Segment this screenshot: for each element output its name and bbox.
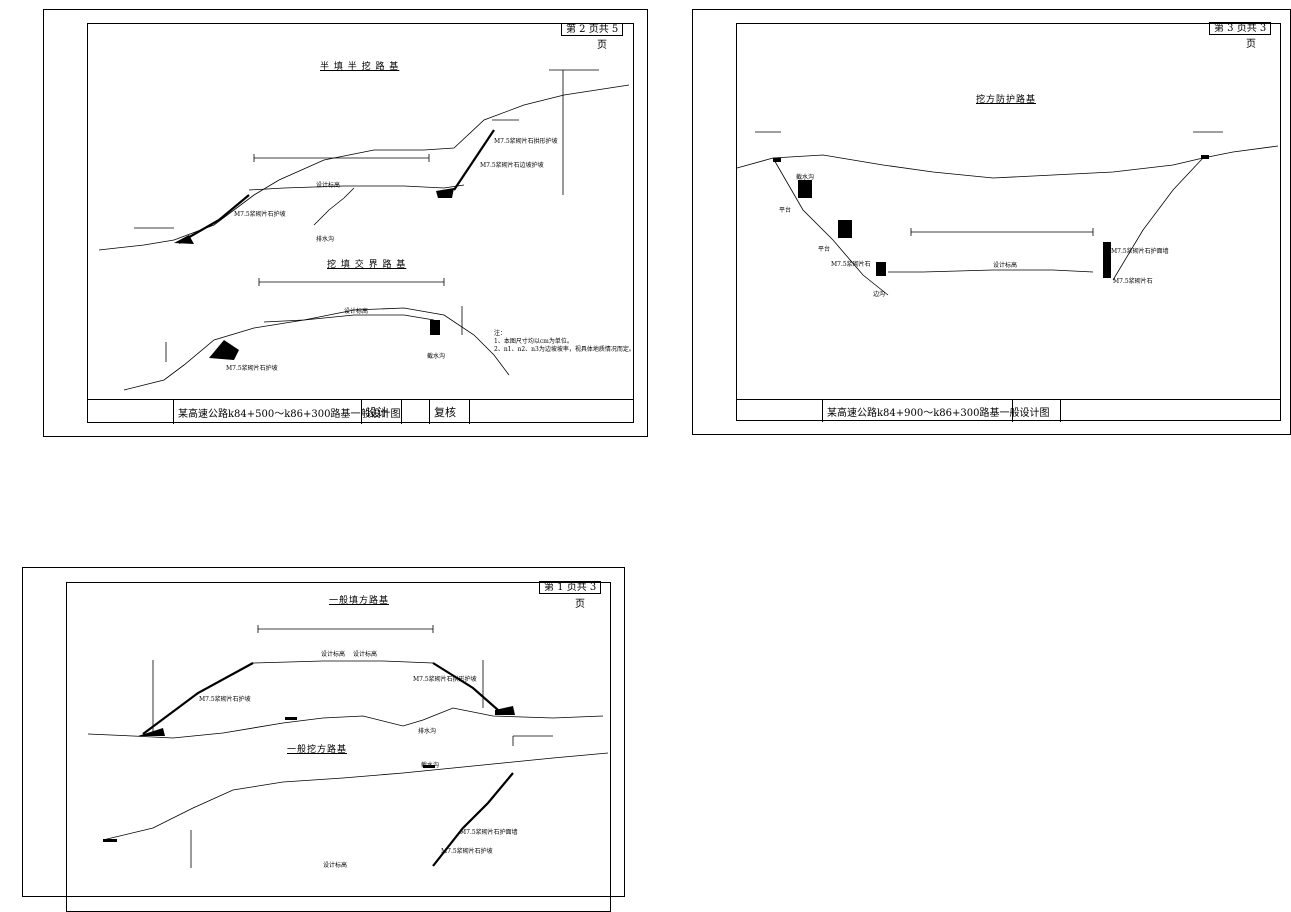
- bench-line-a1: [313, 187, 355, 226]
- slope-line-a2: [453, 129, 495, 191]
- section-label: 截水沟: [427, 353, 446, 360]
- title-block-a: 某高速公路k84+500～k86+300路基一般设计图 设计 复核: [87, 399, 634, 424]
- title-block-b: 某高速公路k84+900～k86+300路基一般设计图: [736, 399, 1281, 422]
- ground-line-b1: [736, 145, 1279, 179]
- section-label: 设计标高: [321, 651, 346, 658]
- section-label: 平台: [779, 207, 792, 214]
- retaining-block-a3: [209, 340, 239, 360]
- diagram-title-half-fill: 半 填 半 挖 路 基: [320, 62, 400, 72]
- title-block-blank: [469, 400, 634, 424]
- section-label: M7.5浆砌片石护面墙: [1111, 248, 1169, 255]
- section-label: 边沟: [873, 291, 886, 298]
- ground-line-c2: [102, 752, 609, 841]
- diagram-title-cut-protection: 挖方防护路基: [976, 95, 1037, 105]
- retaining-block-a2: [436, 188, 454, 198]
- section-label: M7.5浆砌片石拱形护坡: [494, 138, 558, 145]
- section-label: M7.5浆砌片石护坡: [226, 365, 278, 372]
- slope-line-c2: [432, 662, 499, 711]
- section-label: M7.5浆砌片石拱形护坡: [413, 676, 477, 683]
- drawing-notes-a: 注： 1、本图尺寸均以cm为单位。 2、n1、n2、n3为边坡坡率，视具体地质情…: [494, 330, 635, 354]
- section-label: 设计标高: [316, 182, 341, 189]
- section-label: 设计标高: [993, 262, 1018, 269]
- drawing-frame-b: [736, 23, 1281, 421]
- slope-line-c3: [432, 772, 514, 867]
- section-label: 设计标高: [353, 651, 378, 658]
- cap-b6: [1201, 155, 1209, 159]
- title-block-name: 某高速公路k84+900～k86+300路基一般设计图: [822, 400, 1050, 422]
- cross-section-drawing-c: [87, 625, 609, 868]
- title-block-blank: [401, 400, 429, 424]
- cross-section-drawing-b: [736, 131, 1279, 296]
- page-number-box-a: 第 2 页共 5: [561, 23, 624, 36]
- slope-line-c1: [142, 662, 254, 735]
- note-line: 注：: [494, 330, 507, 337]
- section-label: M7.5浆砌片石: [1113, 278, 1153, 285]
- page-number-a: 第 2 页共 5: [561, 23, 624, 36]
- cross-section-drawing-a: [98, 69, 630, 391]
- title-block-spacer: [736, 400, 822, 422]
- section-label: 排水沟: [316, 236, 335, 243]
- title-block-blank: [1012, 400, 1060, 422]
- roadbed-line-a1: [248, 184, 465, 191]
- page-unit-a: 页: [597, 40, 607, 51]
- drain-cap-c3: [285, 717, 297, 720]
- section-label: 截水沟: [796, 174, 815, 181]
- section-label: M7.5浆砌片石护面墙: [460, 829, 518, 836]
- drain-cap-c4: [423, 765, 435, 768]
- section-label: M7.5浆砌片石: [831, 261, 871, 268]
- section-label: 设计标高: [344, 308, 369, 315]
- diagram-title-fill: 一般填方路基: [329, 596, 390, 606]
- section-label: 排水沟: [418, 728, 437, 735]
- section-label: 设计标高: [323, 862, 348, 869]
- section-label: 平台: [818, 246, 831, 253]
- page-number-c: 第 1 页共 3: [539, 581, 602, 594]
- drawing-sheet-b: 第 3 页共 3 页 挖方防护路基 平台 平台 M7.5浆砌片石 边沟 设计标高…: [692, 9, 1291, 435]
- roadbed-line-b1: [888, 269, 1094, 273]
- diagram-title-fill-cut-junction: 挖 填 交 界 路 基: [327, 260, 407, 270]
- ground-line-a1: [98, 84, 630, 251]
- protection-block-b3: [876, 262, 886, 276]
- note-line: 1、本图尺寸均以cm为单位。: [494, 338, 573, 345]
- section-label: M7.5浆砌片石护坡: [199, 696, 251, 703]
- title-block-blank: [1060, 400, 1281, 422]
- ground-line-c1: [87, 707, 604, 739]
- protection-block-b1: [798, 180, 812, 198]
- note-line: 2、n1、n2、n3为边坡坡率，视具体地质情况而定。: [494, 346, 635, 353]
- drawing-frame-a: [87, 23, 634, 423]
- section-label: 截水沟: [421, 762, 440, 769]
- title-block-review: 复核: [429, 400, 469, 424]
- ground-line-a2: [123, 307, 510, 391]
- title-block-name: 某高速公路k84+500～k86+300路基一般设计图: [173, 400, 401, 424]
- page-number-b: 第 3 页共 3: [1209, 22, 1272, 35]
- retaining-block-a1: [174, 235, 194, 244]
- section-label: M7.5浆砌片石护坡: [234, 211, 286, 218]
- drawing-sheet-c: 第 1 页共 3 页 一般填方路基 一般挖方路基: [22, 567, 625, 912]
- drawing-sheet-a: 第 2 页共 5 页 半 填 半 挖 路 基 挖 填 交 界 路 基: [43, 9, 648, 437]
- slope-line-b2: [1112, 157, 1204, 281]
- section-label: M7.5浆砌片石边坡护坡: [480, 162, 544, 169]
- protection-block-b2: [838, 220, 852, 238]
- title-block-spacer: [87, 400, 173, 424]
- page-unit-c: 页: [575, 599, 585, 610]
- section-label: M7.5浆砌片石护坡: [441, 848, 493, 855]
- slope-line-b1: [772, 157, 889, 296]
- page-unit-b: 页: [1246, 39, 1256, 50]
- page-number-box-b: 第 3 页共 3: [1209, 22, 1272, 35]
- face-wall-b4: [1103, 242, 1111, 278]
- roadbed-line-a2: [263, 314, 435, 323]
- page-number-box-c: 第 1 页共 3: [539, 581, 602, 594]
- retaining-block-c2: [495, 706, 515, 715]
- slope-line-a1: [178, 194, 250, 244]
- retaining-block-c1: [138, 728, 165, 736]
- roadbed-line-c1: [252, 660, 434, 664]
- title-block-design: 设计: [361, 400, 401, 424]
- retaining-wall-a4: [430, 320, 440, 335]
- cap-b5: [773, 158, 781, 162]
- drain-cap-c5: [103, 839, 117, 842]
- diagram-title-cut: 一般挖方路基: [287, 745, 348, 755]
